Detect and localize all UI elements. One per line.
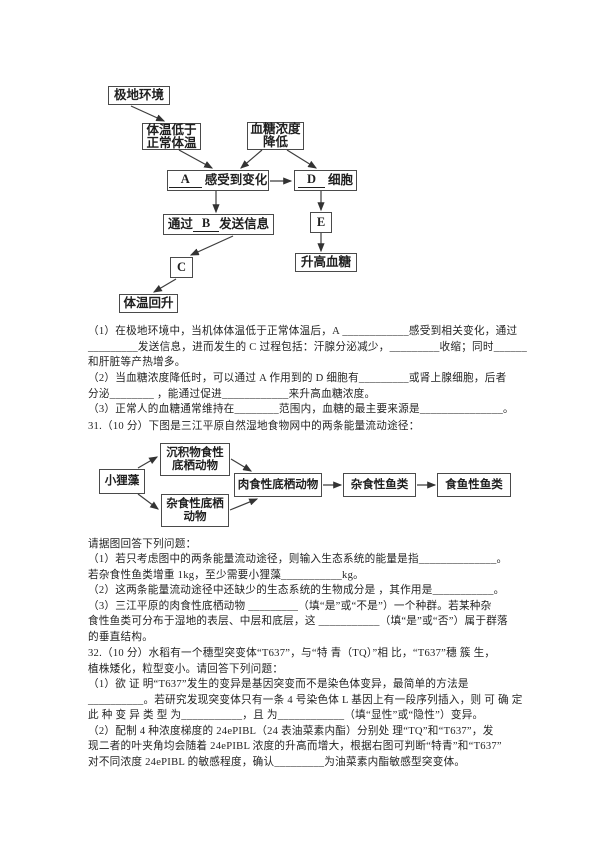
- flow-box-temperature-recovers: 体温回升: [119, 294, 178, 313]
- q30-line-1: （1）在极地环境中，当机体体温低于正常体温后，A ____________感受到…: [88, 326, 518, 337]
- flow-box-label: 沉积物食性: [166, 447, 224, 459]
- q31-line-6: 食性鱼类可分布于湿地的表层、中层和底层，这 ___________（填“是”或“…: [88, 616, 508, 627]
- q32-line-2: 植株矮化，粒型变小。请回答下列问题：: [88, 664, 284, 675]
- flow-box-label: 血糖浓度: [250, 122, 301, 136]
- flow-box-label: 杂食性底栖: [166, 498, 224, 510]
- flow-box-label: 体温低于: [146, 122, 197, 137]
- q32-line-1: 32.（10 分）水稻有一个穗型突变体“T637”，与“特 青（TQ）”相 比，…: [88, 648, 496, 659]
- flow-box-label: 体温回升: [123, 296, 174, 310]
- flow-box-c: C: [170, 257, 193, 278]
- q32-line-6: （2）配制 4 种浓度梯度的 24ePIBL（24 表油菜素内酯）分别处 理“T…: [88, 726, 494, 737]
- q31-line-7: 的垂直结构。: [88, 632, 154, 643]
- flow-box-label: 发送信息: [219, 217, 270, 231]
- blank-d: D: [297, 173, 325, 188]
- arrow-omnibenthos-to-carnbenthos: [229, 498, 259, 511]
- flow-box-label: 动物: [183, 510, 207, 523]
- q31-line-3: 若杂食性鱼类增重 1kg，至少需要小狸藻___________kg。: [88, 570, 364, 581]
- flow-box-raise-blood-glucose: 升高血糖: [295, 253, 357, 272]
- flow-box-label: 食鱼性鱼类: [445, 478, 503, 491]
- arrow-lowtemp-to-a: [178, 149, 214, 169]
- blank-a: A: [168, 173, 202, 188]
- flow-box-polar-environment: 极地环境: [108, 86, 170, 105]
- arrow-b-to-c: [189, 235, 234, 256]
- arrow-glucose-to-a: [240, 149, 263, 169]
- flow-box-e: E: [310, 212, 332, 233]
- flow-box-label: 通过: [167, 217, 193, 231]
- q32-line-7: 现二者的叶夹角均会随着 24ePIBL 浓度的升高而增大，根据右图可判断“特青”…: [88, 741, 502, 752]
- flow-box-carnivorous-benthos: 肉食性底栖动物: [234, 473, 322, 497]
- flow-box-omnivorous-fish: 杂食性鱼类: [343, 473, 416, 497]
- flow-box-label: 升高血糖: [300, 255, 351, 269]
- flow-box-low-body-temperature: 体温低于 正常体温: [142, 123, 201, 150]
- q30-line-4: （2）当血糖浓度降低时，可以通过 A 作用到的 D 细胞有_________或肾…: [88, 373, 507, 384]
- q30-line-6: （3）正常人的血糖通常维持在________范围内，血糖的最主要来源是_____…: [88, 404, 514, 415]
- flow-box-glucose-decrease: 血糖浓度 降低: [247, 122, 304, 150]
- arrow-polar-to-lowtemp: [130, 105, 166, 122]
- q31-line-5: （3）三江平原的肉食性底栖动物 _________（填“是”或“不是”）一个种群…: [88, 601, 492, 612]
- flow-box-label: 正常体温: [146, 135, 197, 150]
- arrow-glucose-to-d: [286, 149, 318, 169]
- q32-line-3: （1）欲 证 明“T637”发生的变异是基因突变而不是染色体变异，最简单的方法是: [88, 679, 469, 690]
- q31-line-4: （2）这两条能量流动途径中还缺少的生态系统的生物成分是 ，其作用是_______…: [88, 585, 505, 596]
- flow-box-label: 细胞: [328, 173, 354, 187]
- q32-line-5: 此 种 变 异 类 型 为___________，且 为____________…: [88, 710, 484, 721]
- arrow-algae-to-sediment: [137, 456, 159, 469]
- flow-box-label: 杂食性鱼类: [350, 478, 409, 491]
- q30-line-2: _________发送信息，进而发生的 C 过程包括：汗腺分泌减少，______…: [88, 342, 528, 353]
- flow-box-label: 降低: [262, 135, 288, 149]
- arrow-algae-to-omnibenthos: [137, 493, 159, 510]
- flow-box-label: E: [316, 215, 326, 229]
- flow-box-piscivorous-fish: 食鱼性鱼类: [437, 473, 511, 497]
- q32-line-8: 对不同浓度 24ePIBL 的敏感程度，确认_________为油菜素内酯敏感型…: [88, 757, 466, 768]
- q31-line-2: （1）若只考虑图中的两条能量流动途径，则输入生态系统的能量是指_________…: [88, 554, 508, 565]
- flow-box-bladderwort: 小狸藻: [99, 469, 145, 494]
- q32-line-4: __________。若研究发现突变体只有一条 4 号染色体 L 基因上有一段序…: [88, 695, 523, 706]
- flow-box-sediment-feeding-benthos: 沉积物食性 底栖动物: [160, 443, 230, 476]
- q30-line-3: 和肝脏等产热增多。: [88, 357, 186, 368]
- q30-line-5: 分泌________ ，能通过促进____________来升高血糖浓度。: [88, 389, 376, 400]
- flow-box-label: 极地环境: [113, 88, 164, 102]
- flow-box-label: 小狸藻: [104, 475, 140, 488]
- flow-box-label: C: [176, 260, 187, 274]
- flow-box-label: 感受到变化: [204, 173, 268, 187]
- flow-box-label: 底栖动物: [172, 459, 218, 472]
- q31-line-1: 请据图回答下列问题：: [88, 539, 197, 550]
- arrow-sediment-to-carnbenthos: [230, 458, 253, 472]
- q31-heading: 31.（10 分）下图是三江平原自然湿地食物网中的两条能量流动途径：: [88, 421, 420, 432]
- blank-b: B: [192, 217, 220, 232]
- flow-box-label: 肉食性底栖动物: [237, 478, 319, 491]
- flow-box-omnivorous-benthos: 杂食性底栖 动物: [161, 494, 229, 527]
- arrow-c-to-recover: [152, 278, 177, 293]
